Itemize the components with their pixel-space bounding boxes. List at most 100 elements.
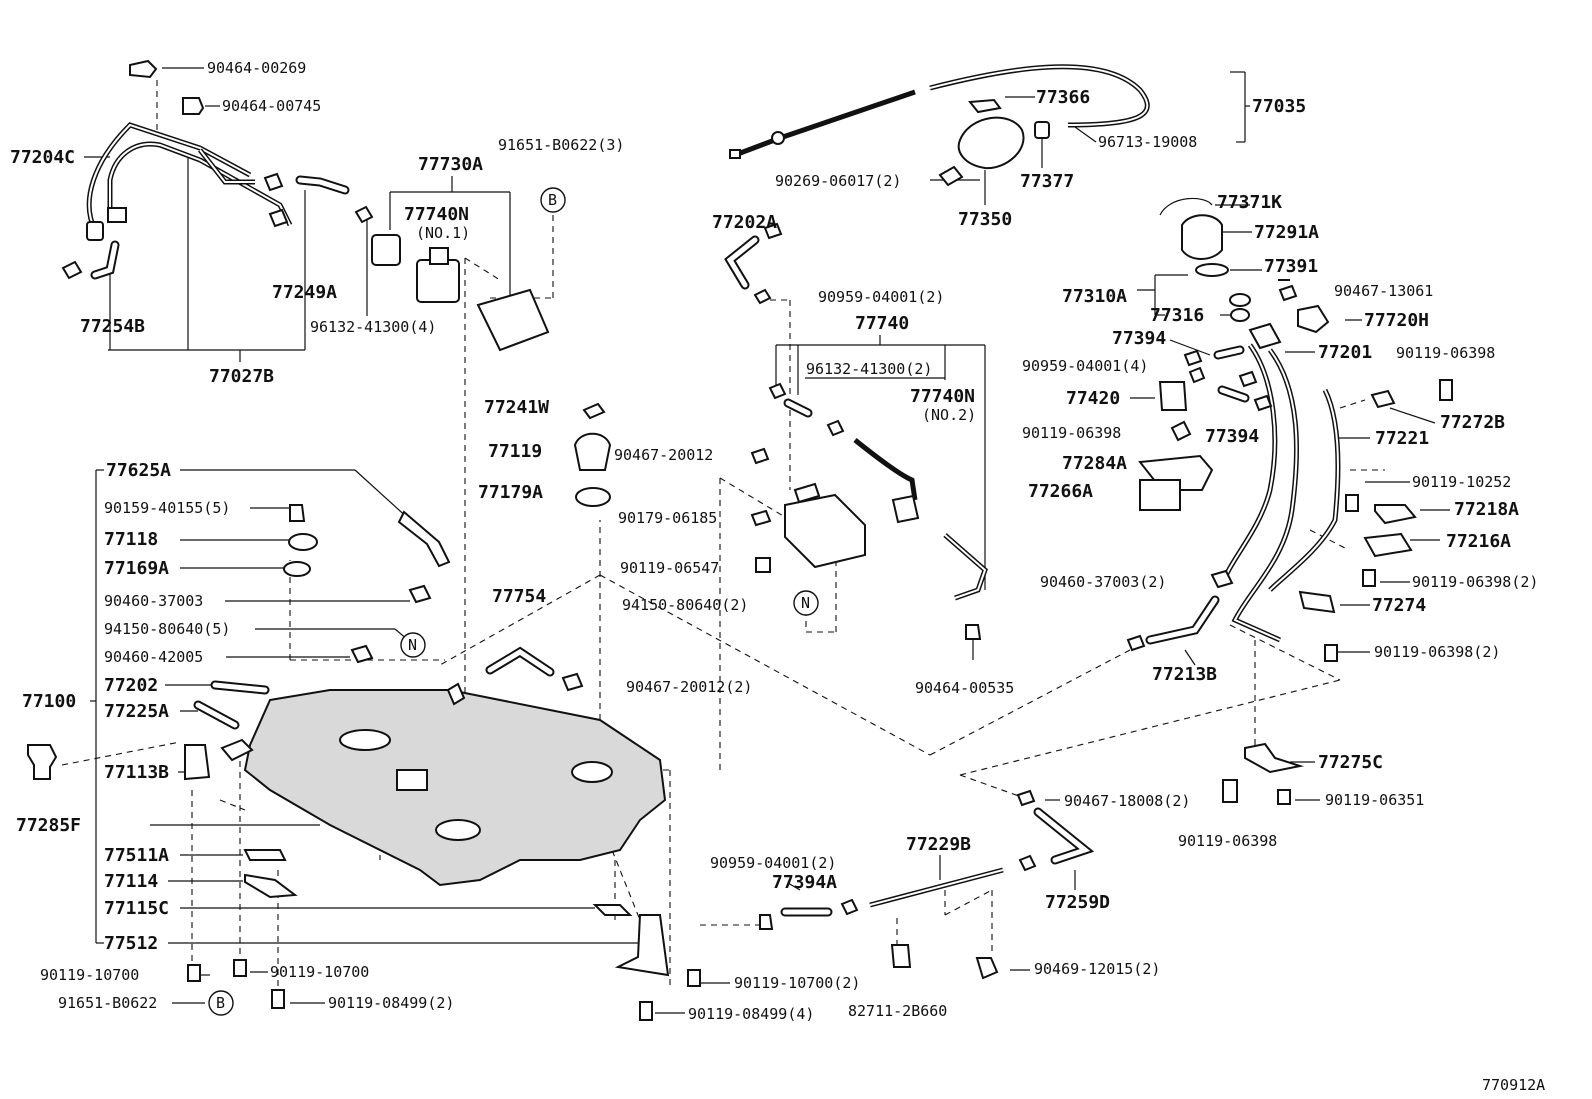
callout: 90460-37003 <box>104 592 203 610</box>
callout: 77310A <box>1062 286 1127 307</box>
callout: 90119-10700 <box>270 963 369 981</box>
callout: 77218A <box>1454 499 1519 520</box>
callout: 90467-18008(2) <box>1064 792 1190 810</box>
callout: 90119-06398 <box>1022 424 1121 442</box>
callout: 77213B <box>1152 664 1217 685</box>
callout: 91651-B0622 <box>58 994 157 1012</box>
callout: 90467-13061 <box>1334 282 1433 300</box>
callout: (NO.1) <box>416 224 470 242</box>
callout: 90467-20012 <box>614 446 713 464</box>
callout: 77118 <box>104 529 158 550</box>
callout: 90467-20012(2) <box>626 678 752 696</box>
callout: 77259D <box>1045 892 1110 913</box>
diagram-id: 770912A <box>1482 1076 1545 1094</box>
callout: 77291A <box>1254 222 1319 243</box>
callout: 90179-06185 <box>618 509 717 527</box>
callout: 90464-00745 <box>222 97 321 115</box>
callout: 77394A <box>772 872 837 893</box>
callout: 77284A <box>1062 453 1127 474</box>
callout: 77202 <box>104 675 158 696</box>
callout: 77115C <box>104 898 169 919</box>
callout: 77204C <box>10 147 75 168</box>
callout: 77225A <box>104 701 169 722</box>
callout: 77114 <box>104 871 158 892</box>
callout: 82711-2B660 <box>848 1002 947 1020</box>
callout: 77740 <box>855 313 909 334</box>
callout: 77394 <box>1205 426 1259 447</box>
callout: 96132-41300(2) <box>806 360 932 378</box>
callout: 77100 <box>22 691 76 712</box>
callout: B <box>216 994 225 1012</box>
callout: 77169A <box>104 558 169 579</box>
callout: 77249A <box>272 282 337 303</box>
callout: 77179A <box>478 482 543 503</box>
callout: 77266A <box>1028 481 1093 502</box>
callout: 77377 <box>1020 171 1074 192</box>
callout: 77202A <box>712 212 777 233</box>
callout: B <box>548 191 557 209</box>
callout: 77371K <box>1217 192 1282 213</box>
callout: 77035 <box>1252 96 1306 117</box>
callout-labels: 90464-00269 90464-00745 77204C 77254B 77… <box>10 59 1545 1094</box>
callout: 77391 <box>1264 256 1318 277</box>
callout: 90119-06398 <box>1178 832 1277 850</box>
callout: 77272B <box>1440 412 1505 433</box>
callout: 90460-37003(2) <box>1040 573 1166 591</box>
callout: 90959-04001(2) <box>818 288 944 306</box>
callout: 90959-04001(2) <box>710 854 836 872</box>
callout: 96713-19008 <box>1098 133 1197 151</box>
callout: 90269-06017(2) <box>775 172 901 190</box>
callout: 96132-41300(4) <box>310 318 436 336</box>
callout: 90119-06398 <box>1396 344 1495 362</box>
callout: N <box>408 636 417 654</box>
callout: 90119-10252 <box>1412 473 1511 491</box>
callout: 77740N <box>910 386 975 407</box>
callout: 77275C <box>1318 752 1383 773</box>
callout: 90119-08499(2) <box>328 994 454 1012</box>
callout: 90464-00269 <box>207 59 306 77</box>
callout: 94150-80640(5) <box>104 620 230 638</box>
callout: 77229B <box>906 834 971 855</box>
callout: (NO.2) <box>922 406 976 424</box>
callout: 77625A <box>106 460 171 481</box>
callout: 77754 <box>492 586 546 607</box>
callout: 77285F <box>16 815 81 836</box>
callout: 77740N <box>404 204 469 225</box>
callout: 77254B <box>80 316 145 337</box>
callout: 90119-06398(2) <box>1374 643 1500 661</box>
callout: 77394 <box>1112 328 1166 349</box>
callout: N <box>801 594 810 612</box>
callout: 90119-10700 <box>40 966 139 984</box>
fuel-tank <box>243 689 667 887</box>
callout: 90119-08499(4) <box>688 1005 814 1023</box>
parts-drawings <box>27 59 1453 1021</box>
callout: 77511A <box>104 845 169 866</box>
callout: 77730A <box>418 154 483 175</box>
callout: 77221 <box>1375 428 1429 449</box>
callout: 77720H <box>1364 310 1429 331</box>
leader-lines <box>61 67 1450 1014</box>
callout: 77420 <box>1066 388 1120 409</box>
callout: 90159-40155(5) <box>104 499 230 517</box>
callout: 90119-06351 <box>1325 791 1424 809</box>
callout: 77316 <box>1150 305 1204 326</box>
callout: 77241W <box>484 397 549 418</box>
callout: 90119-06547 <box>620 559 719 577</box>
callout: 77027B <box>209 366 274 387</box>
callout: 90959-04001(4) <box>1022 357 1148 375</box>
callout: 77274 <box>1372 595 1426 616</box>
callout: 77113B <box>104 762 169 783</box>
callout: 77119 <box>488 441 542 462</box>
callout: 94150-80640(2) <box>622 596 748 614</box>
callout: 77216A <box>1446 531 1511 552</box>
callout: 77201 <box>1318 342 1372 363</box>
callout: 91651-B0622(3) <box>498 136 624 154</box>
callout: 90460-42005 <box>104 648 203 666</box>
callout: 90119-10700(2) <box>734 974 860 992</box>
callout: 77366 <box>1036 87 1090 108</box>
clip-part <box>107 207 127 223</box>
callout: 90469-12015(2) <box>1034 960 1160 978</box>
callout: 90464-00535 <box>915 679 1014 697</box>
callout: 90119-06398(2) <box>1412 573 1538 591</box>
